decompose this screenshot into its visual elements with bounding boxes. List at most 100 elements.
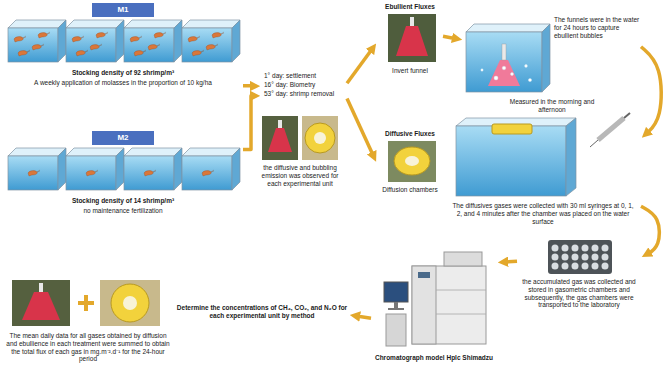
- chamber-port: [314, 132, 326, 144]
- shrimp: [202, 170, 214, 176]
- vial: [552, 245, 559, 252]
- tank: [8, 20, 66, 62]
- caption-text: 16° day: Biometry: [264, 81, 346, 89]
- shrimp: [134, 50, 146, 56]
- shrimp: [38, 32, 50, 38]
- shrimp: [18, 50, 30, 56]
- photo-ground: [302, 116, 338, 160]
- flow-arrow: [347, 48, 373, 83]
- plus-sign: [84, 295, 88, 311]
- flow-arrow: [503, 259, 517, 263]
- shrimp: [212, 32, 224, 38]
- vial: [572, 254, 579, 261]
- tank: [124, 148, 182, 190]
- chamber: [394, 147, 430, 175]
- tank-panel: Measured in the morning and afternoonThe…: [446, 98, 640, 230]
- caption-text: The diffusives gases were collected with…: [450, 202, 636, 225]
- shrimp: [154, 32, 166, 38]
- photo-panel: the diffusive and bubbling emission was …: [256, 114, 344, 194]
- method-panel: Diffusive FluxesDiffusion chambers: [378, 130, 442, 200]
- caption-text: The mean daily data for all gases obtain…: [4, 332, 172, 363]
- floating-chamber: [492, 124, 532, 134]
- chromatograph: [384, 252, 486, 346]
- diffusive-photo: [388, 141, 436, 182]
- heading-text: Stocking density of 14 shrimp/m³: [4, 197, 242, 205]
- shrimp: [72, 36, 84, 42]
- schedule-note: 1° day: settlement16° day: Biometry53° d…: [262, 72, 346, 100]
- module-line: [436, 290, 486, 314]
- vial: [562, 254, 569, 261]
- caption-text: 53° day: shrimp removal: [264, 90, 346, 98]
- tank: [66, 20, 124, 62]
- monitor: [384, 282, 408, 302]
- funnel-tube: [278, 120, 282, 128]
- heading-text: M2: [92, 133, 154, 143]
- bubble: [502, 66, 506, 70]
- chamber-port: [405, 156, 419, 166]
- flow-arrow: [641, 47, 661, 135]
- funnel: [268, 128, 292, 152]
- heading-text: Diffusive Fluxes: [378, 130, 442, 138]
- autosampler: [444, 252, 482, 266]
- rack: [548, 240, 612, 274]
- caption-text: A weekly application of molasses in the …: [4, 79, 242, 87]
- shrimp: [32, 44, 44, 50]
- diffusive-tank: [456, 113, 630, 196]
- heading-text: Ebullient Fluxes: [378, 3, 442, 11]
- vial-rack: [548, 240, 612, 274]
- tank-water: [456, 126, 566, 196]
- treatment-panel: Stocking density of 14 shrimp/m³ no maint…: [4, 131, 242, 223]
- m2-tanks: [8, 148, 240, 190]
- treatment-panel: Stocking density of 92 shrimp/m³ A weekly…: [4, 3, 242, 95]
- shrimp: [96, 32, 108, 38]
- syringe-needle: [590, 140, 598, 147]
- ebullient-tank: [466, 24, 550, 92]
- syringe-plunger: [624, 113, 630, 118]
- heading-text: Chromatograph model Hplc Shimadzu: [372, 354, 496, 362]
- vial: [572, 263, 579, 270]
- vial: [602, 263, 609, 270]
- tank: [182, 20, 240, 62]
- funnel: [488, 60, 520, 86]
- heading-text: Stocking density of 92 shrimp/m³: [4, 69, 242, 77]
- bubble: [511, 73, 514, 76]
- method-panel: Ebullient FluxesInvert funnel: [378, 3, 442, 77]
- vial: [562, 263, 569, 270]
- funnel-tube: [410, 17, 414, 26]
- shrimp: [188, 36, 200, 42]
- monitor-stand: [394, 302, 398, 308]
- vial: [592, 254, 599, 261]
- computer: [386, 314, 406, 346]
- shrimp: [144, 170, 156, 176]
- tank-panel: The funnels were in the water for 24 hou…: [464, 8, 640, 94]
- flow-arrow: [443, 36, 457, 39]
- tank-side: [542, 24, 550, 92]
- instrument-panel: Chromatograph model Hplc Shimadzu: [372, 250, 496, 374]
- caption-text: the accumulated gas was collected and st…: [518, 278, 640, 309]
- shrimp: [76, 50, 88, 56]
- tank: [66, 148, 124, 190]
- funnel: [396, 26, 428, 56]
- instrument-panel: [412, 266, 436, 344]
- result-photos: [12, 280, 160, 326]
- photo-ground: [388, 14, 436, 62]
- heading-text: Determine the concentrations of CH₄, CO₂…: [176, 304, 348, 320]
- flow-arrow: [355, 316, 371, 318]
- monitor-base: [388, 308, 404, 310]
- vial: [582, 245, 589, 252]
- tank-side: [566, 118, 576, 196]
- funnel-tube: [502, 44, 506, 60]
- flow-arrow: [243, 96, 255, 150]
- shrimp: [148, 44, 160, 50]
- analysis-note: Determine the concentrations of CH₄, CO₂…: [176, 304, 348, 326]
- center-photos: [262, 116, 338, 160]
- caption-text: 1° day: settlement: [264, 72, 346, 80]
- vial: [572, 245, 579, 252]
- bubble: [528, 78, 531, 81]
- caption-text: no maintenance fertilization: [4, 207, 242, 215]
- shrimp: [86, 170, 98, 176]
- instrument-body: [412, 266, 486, 344]
- photo-ground: [262, 116, 298, 160]
- vial: [592, 263, 599, 270]
